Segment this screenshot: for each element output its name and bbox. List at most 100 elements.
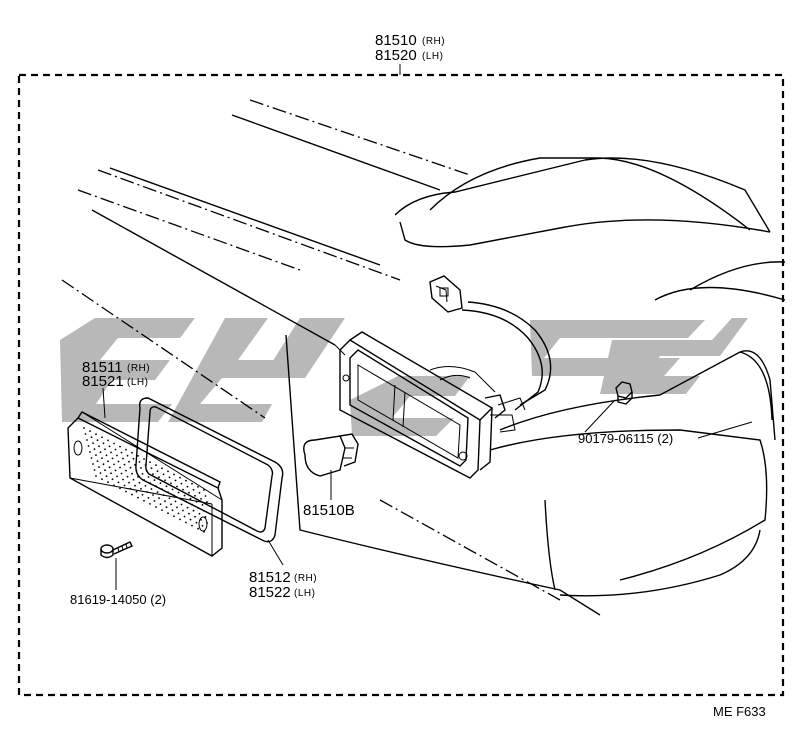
lens-dot — [182, 509, 184, 512]
lens-dot — [129, 487, 132, 490]
lens-dot — [116, 454, 118, 457]
lens-dot — [102, 463, 105, 466]
lens-dot — [161, 467, 163, 470]
lens-dot — [137, 455, 139, 457]
catalog-code: ME F633 — [713, 704, 766, 719]
wiring-harness — [429, 275, 552, 411]
lens-dot — [200, 498, 202, 500]
lens-dot — [83, 427, 85, 429]
lens-dot — [195, 500, 198, 503]
lens-dot — [138, 461, 141, 463]
lens-dot — [179, 518, 181, 521]
lens-dot — [93, 469, 96, 471]
lens-dot — [146, 491, 148, 493]
lens-dot — [152, 473, 154, 475]
lens-dot — [182, 488, 184, 491]
lens-dot — [90, 436, 93, 438]
bulb-part: 81510B — [303, 502, 355, 519]
lens-dot — [204, 495, 207, 497]
lens-dot — [203, 489, 205, 491]
assembly-frame — [17, 73, 785, 697]
lens-dot — [185, 521, 187, 524]
lens-dot — [183, 515, 186, 518]
lens-dot — [87, 445, 90, 447]
nut-part: 90179-06115 (2) — [578, 431, 673, 446]
lens-dot — [92, 463, 94, 465]
lens-dot — [126, 475, 129, 478]
lens-dot — [195, 521, 198, 524]
lens-dot — [107, 481, 109, 484]
lens-dot — [167, 470, 169, 473]
lens-dot — [126, 454, 129, 457]
lens-dot — [203, 530, 205, 533]
lens-dot — [197, 486, 199, 488]
lens-dot — [101, 457, 103, 460]
lens-dot — [152, 494, 154, 496]
lens-dot — [150, 488, 153, 490]
lens-dot — [176, 485, 178, 488]
lens-texture — [83, 427, 208, 533]
lens-part-rh: 81511 — [82, 359, 123, 376]
lens-dot — [174, 479, 177, 482]
lens-dot — [206, 522, 208, 524]
lens-dot — [174, 500, 177, 503]
lens-dot — [104, 448, 106, 451]
lens — [67, 411, 223, 557]
gasket-part-lh: 81522 — [249, 584, 291, 601]
lens-dot — [111, 478, 114, 481]
leader-lines — [102, 387, 753, 590]
lens-dot — [119, 445, 121, 448]
lens-dot — [107, 460, 109, 463]
lens-dot — [93, 448, 96, 450]
gasket-part-rh: 81512 — [249, 569, 291, 586]
lens-dot — [105, 475, 108, 478]
lens-dot — [194, 515, 196, 518]
lens-dot — [101, 436, 103, 439]
lens-dot — [171, 509, 174, 512]
lens-dot — [180, 503, 183, 506]
lens-dot — [132, 457, 135, 460]
lens-dot — [107, 439, 109, 442]
lens-dot — [204, 516, 207, 518]
lens-dot — [119, 487, 121, 490]
lens-dot — [108, 466, 111, 469]
lens-tag-rh: (RH) — [127, 363, 150, 374]
lens-dot — [162, 473, 165, 476]
lens-dot — [102, 442, 105, 445]
lens-dot — [153, 479, 156, 481]
lens-dot — [128, 481, 130, 484]
lens-dot — [123, 463, 126, 466]
lens-dot — [185, 479, 187, 482]
lens-dot — [170, 482, 172, 485]
lens-dot — [156, 491, 159, 493]
lens-dot — [131, 451, 133, 454]
lens-dot — [92, 442, 94, 444]
lens-dot — [140, 467, 142, 469]
gasket-tag-rh: (RH) — [294, 573, 317, 584]
lens-dot — [95, 433, 97, 436]
lens-dot — [137, 496, 139, 499]
lens-dot — [173, 473, 175, 476]
watermark-logo — [60, 318, 748, 436]
lens-dot — [200, 518, 202, 521]
lens-dot — [144, 485, 147, 487]
lens-dot — [122, 457, 124, 460]
lens-dot — [192, 488, 195, 491]
assembly-part-rh: 81510 — [375, 32, 417, 49]
lens-dot — [99, 451, 102, 454]
lens-dot — [131, 493, 133, 496]
lens-dot — [96, 460, 99, 462]
lens-dot — [153, 500, 156, 502]
lens-dot — [189, 497, 192, 500]
lens-dot — [176, 506, 178, 509]
lens-dot — [155, 506, 157, 508]
assembly-part-lh: 81520 — [375, 47, 417, 64]
lens-dot — [189, 518, 192, 521]
lens-dot — [168, 497, 171, 500]
lens-dot — [117, 460, 120, 463]
lens-dot — [143, 499, 145, 502]
lens-dot — [101, 478, 103, 480]
lens-dot — [113, 463, 115, 466]
gasket — [135, 397, 284, 543]
